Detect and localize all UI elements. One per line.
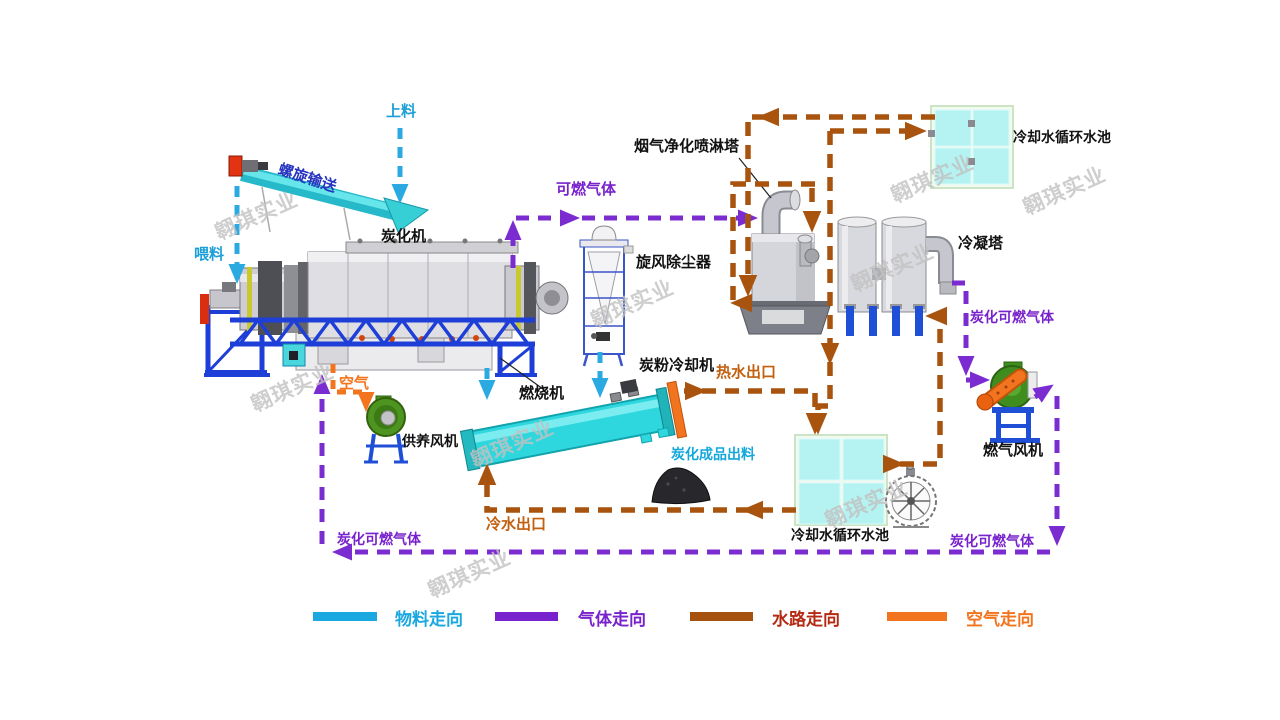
label-air: 空气 xyxy=(339,375,370,392)
legend-swatch-material xyxy=(313,612,377,621)
label-cooling-pool-top: 冷却水循环水池 xyxy=(1013,129,1111,145)
label-spray-tower: 烟气净化喷淋塔 xyxy=(634,138,740,155)
legend-label-water: 水路走向 xyxy=(772,610,840,629)
legend-swatch-air xyxy=(887,612,947,621)
label-burner: 燃烧机 xyxy=(519,385,565,402)
legend-swatch-gas xyxy=(495,612,558,621)
label-hot-water-outlet: 热水出口 xyxy=(716,364,777,381)
gas-flow-lines xyxy=(313,209,1066,561)
burner-pointer-line xyxy=(499,357,544,390)
cyclone-dust-collector xyxy=(579,225,634,367)
legend-label-gas: 气体走向 xyxy=(578,610,646,629)
label-feed-up: 上料 xyxy=(386,103,417,120)
label-carbonized-gas-right: 炭化可燃气体 xyxy=(970,309,1054,325)
carbon-powder-cooler xyxy=(459,379,688,472)
legend-label-air: 空气走向 xyxy=(966,610,1034,629)
spray-tower-pointer-line xyxy=(738,157,772,199)
oxygen-supply-fan xyxy=(364,395,408,464)
legend-swatch-water xyxy=(690,612,753,621)
label-feed-in: 喂料 xyxy=(194,246,225,263)
label-gas-fan: 燃气风机 xyxy=(983,442,1044,459)
material-flow-lines xyxy=(228,128,609,400)
label-condensing-tower: 冷凝塔 xyxy=(958,235,1004,252)
condensing-tower xyxy=(837,216,957,336)
air-flow-lines xyxy=(330,364,375,412)
carbon-product-pile xyxy=(651,467,711,505)
water-flow-lines xyxy=(477,107,948,520)
legend-label-material: 物料走向 xyxy=(395,610,463,629)
label-product-discharge: 炭化成品出料 xyxy=(671,446,755,462)
label-combustible-gas: 可燃气体 xyxy=(556,181,617,198)
gas-fan xyxy=(976,361,1040,443)
label-cyclone: 旋风除尘器 xyxy=(636,254,712,271)
label-cold-water-outlet: 冷水出口 xyxy=(486,516,547,533)
circulation-pump-wheel xyxy=(885,462,937,528)
carbonizer-machine xyxy=(200,238,569,377)
label-carbonized-gas-bottom-left: 炭化可燃气体 xyxy=(337,531,421,547)
flue-gas-spray-tower xyxy=(739,189,831,335)
screw-conveyor xyxy=(228,155,430,241)
label-cooling-pool-bottom: 冷却水循环水池 xyxy=(791,527,889,543)
label-carbonized-gas-bottom-right: 炭化可燃气体 xyxy=(950,533,1034,549)
label-carbonizer: 炭化机 xyxy=(381,228,427,245)
label-powder-cooler: 炭粉冷却机 xyxy=(639,357,715,374)
label-oxygen-supply-fan: 供养风机 xyxy=(402,433,458,449)
cooling-pool-top xyxy=(928,105,1014,189)
cooling-pool-bottom xyxy=(794,434,888,526)
